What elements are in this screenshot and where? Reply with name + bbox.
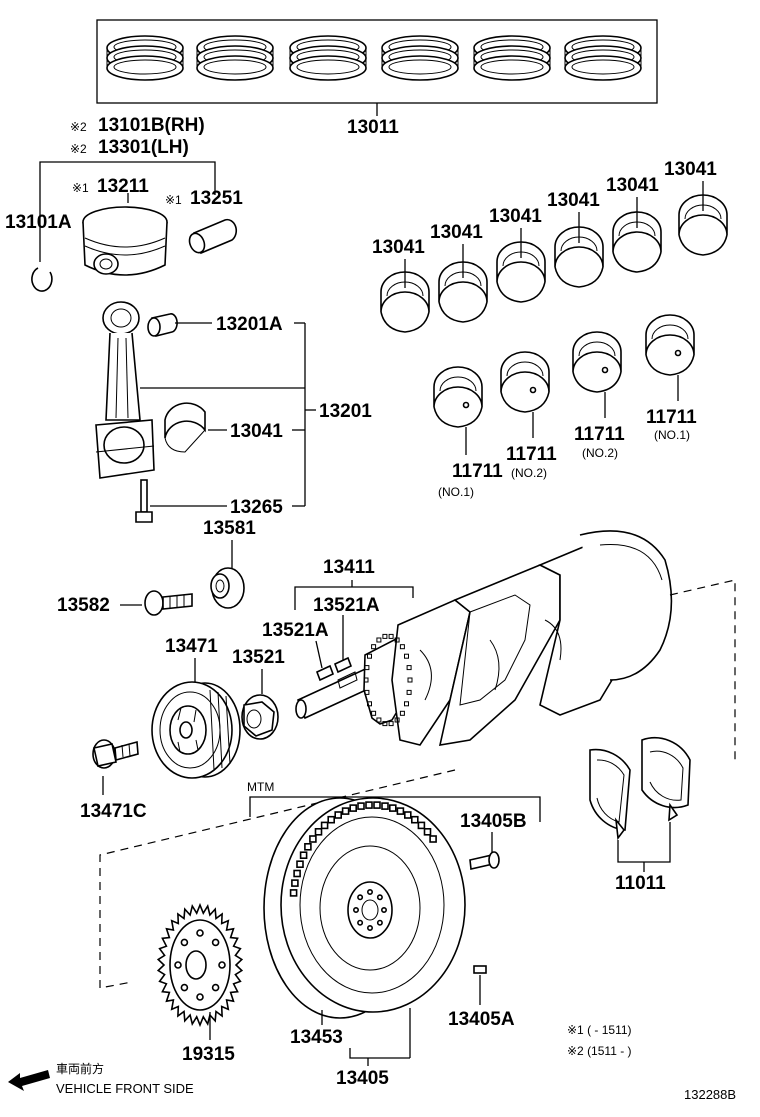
crankshaft-pulley <box>151 681 241 779</box>
flywheel-bolt <box>469 851 500 870</box>
label-11711-c: 11711 <box>574 424 625 445</box>
label-no2-a: (NO.2) <box>511 466 547 480</box>
main-bearing-lower-2 <box>500 351 550 413</box>
main-bearing-upper-1 <box>380 271 430 333</box>
main-bearing-upper-3 <box>496 241 546 303</box>
note-mark-2a: ※2 <box>70 120 87 134</box>
label-no1-a: (NO.1) <box>438 485 474 499</box>
main-bearing-upper-4 <box>554 226 604 288</box>
label-13201a: 13201A <box>216 314 283 335</box>
label-11711-a: 11711 <box>452 461 503 482</box>
drive-plate <box>156 902 244 1028</box>
thrust-washer-left <box>589 748 631 841</box>
label-13041-conrod: 13041 <box>230 421 283 442</box>
label-mtm: MTM <box>247 780 274 794</box>
snap-ring <box>31 267 53 292</box>
label-13581: 13581 <box>203 518 256 539</box>
label-13453: 13453 <box>290 1027 343 1048</box>
flywheel-pin <box>473 965 487 974</box>
conrod-bushing <box>147 313 178 337</box>
main-bearing-lower-1 <box>433 366 483 428</box>
pulley-set-bolt <box>92 739 139 769</box>
front-side-jp: 車両前方 <box>56 1061 104 1076</box>
label-13201: 13201 <box>319 401 372 422</box>
note-2: ※2 (1511 - ) <box>567 1044 632 1058</box>
label-13521a-a: 13521A <box>313 595 380 616</box>
label-13471c: 13471C <box>80 801 147 822</box>
flywheel <box>263 797 466 1019</box>
label-13265: 13265 <box>230 497 283 518</box>
pulley-bolt <box>144 590 193 616</box>
label-13041-upper-4: 13041 <box>547 190 600 211</box>
main-bearing-lower-3 <box>572 331 622 393</box>
label-13301: 13301(LH) <box>98 137 189 158</box>
piston-ring-4 <box>381 35 459 81</box>
label-13411: 13411 <box>323 557 375 578</box>
main-bearing-lower-group <box>433 314 695 455</box>
label-13521a-b: 13521A <box>262 620 329 641</box>
label-13041-upper-2: 13041 <box>430 222 483 243</box>
label-13405a: 13405A <box>448 1009 515 1030</box>
conrod-bearing <box>164 402 206 453</box>
crank-washer <box>210 567 245 609</box>
piston-ring-2 <box>196 35 274 81</box>
piston-ring-1 <box>106 35 184 81</box>
label-13251: 13251 <box>190 188 243 209</box>
crank-keys <box>315 656 353 682</box>
label-11711-d: 11711 <box>646 407 697 428</box>
connecting-rod <box>95 301 155 479</box>
label-13521: 13521 <box>232 647 285 668</box>
arrow-left-icon <box>8 1070 50 1091</box>
note-1: ※1 ( - 1511) <box>567 1023 632 1037</box>
piston <box>82 206 168 276</box>
label-13041-upper-5: 13041 <box>606 175 659 196</box>
note-mark-1b: ※1 <box>165 193 182 207</box>
main-bearing-lower-4 <box>645 314 695 376</box>
label-13041-upper-3: 13041 <box>489 206 542 227</box>
label-11711-b: 11711 <box>506 444 557 465</box>
label-13011: 13011 <box>347 117 399 138</box>
label-13405b: 13405B <box>460 811 527 832</box>
crankshaft <box>295 530 673 746</box>
illustration-code: 132288B <box>684 1087 736 1102</box>
crank-sprocket <box>241 694 279 740</box>
piston-ring-5 <box>473 35 551 81</box>
label-13211: 13211 <box>97 176 149 197</box>
front-side-label: VEHICLE FRONT SIDE <box>56 1081 194 1096</box>
piston-pin <box>188 218 238 255</box>
piston-ring-3 <box>289 35 367 81</box>
label-11011: 11011 <box>615 873 666 894</box>
label-13101b: 13101B(RH) <box>98 115 205 136</box>
label-19315: 19315 <box>182 1044 235 1065</box>
conrod-bolt <box>135 479 153 523</box>
note-mark-1a: ※1 <box>72 181 89 195</box>
label-no1-b: (NO.1) <box>654 428 690 442</box>
label-13041-upper-1: 13041 <box>372 237 425 258</box>
piston-ring-6 <box>564 35 642 81</box>
label-13471: 13471 <box>165 636 218 657</box>
label-13582: 13582 <box>57 595 110 616</box>
main-bearing-upper-5 <box>612 211 662 273</box>
note-mark-2b: ※2 <box>70 142 87 156</box>
thrust-washer-right <box>641 737 691 822</box>
label-13405: 13405 <box>336 1068 389 1089</box>
piston-ring-set <box>96 19 658 116</box>
label-13041-upper-6: 13041 <box>664 159 717 180</box>
label-13101a: 13101A <box>5 212 72 233</box>
label-no2-b: (NO.2) <box>582 446 618 460</box>
